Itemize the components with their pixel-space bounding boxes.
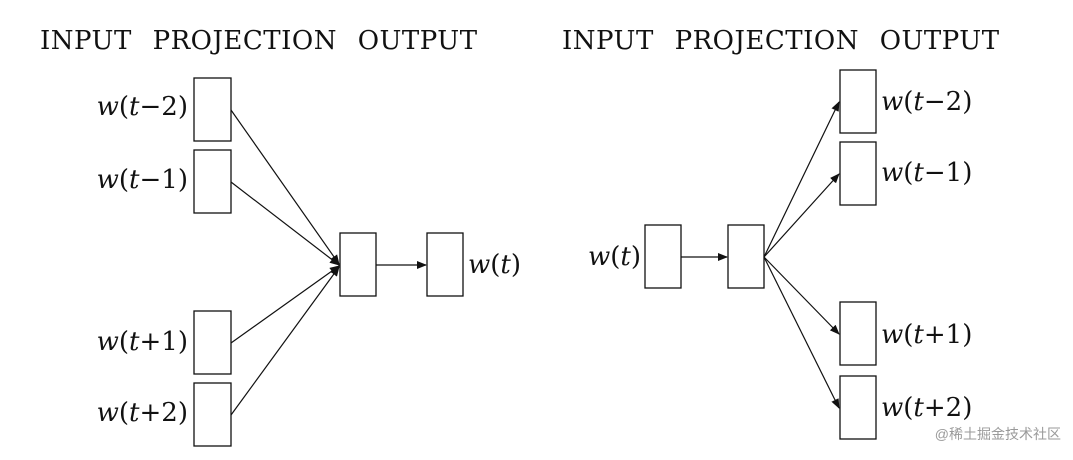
skipgram-edge-3 [763,256,840,335]
cbow-edge-3 [230,265,340,344]
skipgram-input-box [644,224,682,289]
cbow-header-projection: PROJECTION [152,26,337,56]
cbow-edge-4 [230,266,340,416]
watermark: @稀土掘金技术社区 [934,426,1061,442]
skipgram-header-input: INPUT [562,26,654,56]
cbow-edge-1 [230,109,340,265]
cbow-input-box-3 [193,310,232,375]
skipgram-output-box-2 [839,141,877,206]
cbow-header: INPUT PROJECTION OUTPUT [40,26,478,56]
skipgram-output-label-3: w(t+1) [881,320,973,350]
skipgram-model [644,69,877,440]
skipgram-edge-4 [763,256,840,409]
cbow-output-label: w(t) [468,250,522,280]
skipgram-header-projection: PROJECTION [674,26,859,56]
cbow-model [193,77,464,447]
cbow-input-label-2: w(t−1) [96,165,188,195]
cbow-projection-box [339,232,377,297]
skipgram-edge-1 [763,101,840,258]
skipgram-output-box-4 [839,375,877,440]
skipgram-output-box-1 [839,69,877,134]
cbow-input-box-2 [193,149,232,214]
cbow-output-box [426,232,464,297]
skipgram-output-label-1: w(t−2) [881,87,973,117]
skipgram-output-label-4: w(t+2) [881,393,973,423]
skipgram-input-label: w(t) [587,242,641,272]
skipgram-edge-2 [763,173,840,258]
cbow-edge-2 [230,181,340,266]
cbow-header-output: OUTPUT [357,26,478,56]
cbow-input-box-1 [193,77,232,142]
skipgram-output-box-3 [839,301,877,366]
cbow-input-box-4 [193,382,232,447]
skipgram-output-label-2: w(t−1) [881,158,973,188]
cbow-header-input: INPUT [40,26,132,56]
skipgram-projection-box [727,224,765,289]
cbow-input-label-4: w(t+2) [96,398,188,428]
cbow-input-label-3: w(t+1) [96,327,188,357]
skipgram-header: INPUT PROJECTION OUTPUT [562,26,1000,56]
cbow-input-label-1: w(t−2) [96,92,188,122]
skipgram-header-output: OUTPUT [879,26,1000,56]
